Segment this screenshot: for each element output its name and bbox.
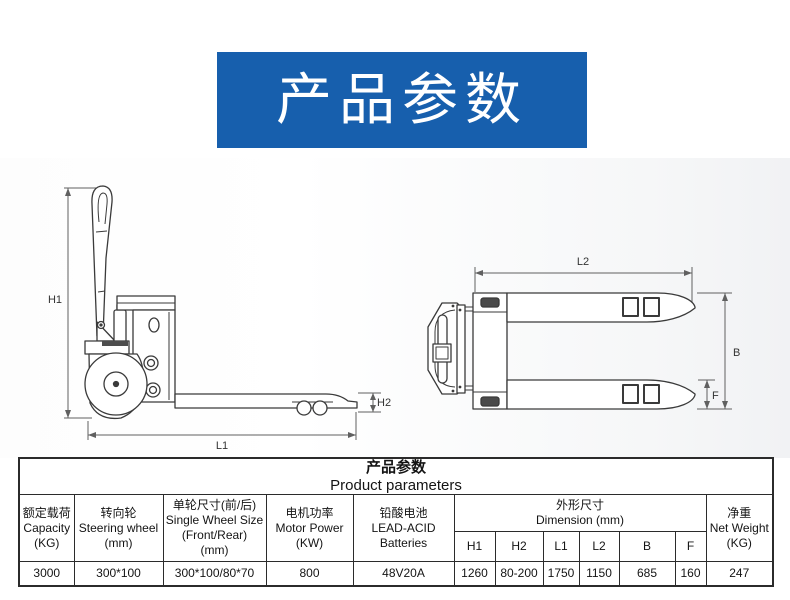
value-l1: 1750 <box>542 561 580 586</box>
value-f: 160 <box>674 561 707 586</box>
label-h1: H1 <box>48 294 62 306</box>
value-b: 685 <box>618 561 676 586</box>
subheader-h1: H1 <box>453 531 496 562</box>
subheader-b: B <box>618 531 676 562</box>
spec-table: 产品参数 Product parameters 额定载荷 Capacity (K… <box>18 457 775 587</box>
table-title-cn: 产品参数 <box>366 459 427 476</box>
label-f: F <box>712 390 719 402</box>
title-banner: 产品参数 <box>217 52 587 148</box>
value-motor: 800 <box>265 561 354 586</box>
header-net-weight: 净重 Net Weight (KG) <box>705 494 774 562</box>
label-h2: H2 <box>377 397 391 409</box>
header-steering-wheel: 转向轮 Steering wheel (mm) <box>73 494 164 562</box>
table-title-cell: 产品参数 Product parameters <box>18 457 774 495</box>
header-battery: 铅酸电池 LEAD-ACID Batteries <box>352 494 455 562</box>
value-l2: 1150 <box>578 561 620 586</box>
value-net-weight: 247 <box>705 561 774 586</box>
value-h1: 1260 <box>453 561 496 586</box>
header-capacity: 额定载荷 Capacity (KG) <box>18 494 75 562</box>
subheader-l2: L2 <box>578 531 620 562</box>
subheader-h2: H2 <box>494 531 544 562</box>
value-steering: 300*100 <box>73 561 164 586</box>
top-view-truck-outline <box>427 292 696 410</box>
label-b: B <box>733 347 740 359</box>
value-h2: 80-200 <box>494 561 544 586</box>
value-battery: 48V20A <box>352 561 455 586</box>
side-view-truck-outline <box>84 185 358 420</box>
label-l1: L1 <box>216 440 228 452</box>
subheader-l1: L1 <box>542 531 580 562</box>
table-title-en: Product parameters <box>330 477 462 494</box>
side-view-dimension-lines <box>64 187 381 440</box>
subheader-f: F <box>674 531 707 562</box>
header-dimension-group: 外形尺寸 Dimension (mm) <box>453 494 707 532</box>
header-motor-power: 电机功率 Motor Power (KW) <box>265 494 354 562</box>
pallet-truck-top-view-drawing: L2 B F <box>427 256 740 410</box>
label-l2: L2 <box>577 256 589 268</box>
header-wheel-size: 单轮尺寸(前/后) Single Wheel Size (Front/Rear)… <box>162 494 267 562</box>
pallet-truck-side-view-drawing: H1 L1 H2 <box>48 185 391 452</box>
value-capacity: 3000 <box>18 561 75 586</box>
banner-title-text: 产品参数 <box>276 68 528 131</box>
top-view-dimension-lines <box>474 267 732 410</box>
value-wheel-size: 300*100/80*70 <box>162 561 267 586</box>
